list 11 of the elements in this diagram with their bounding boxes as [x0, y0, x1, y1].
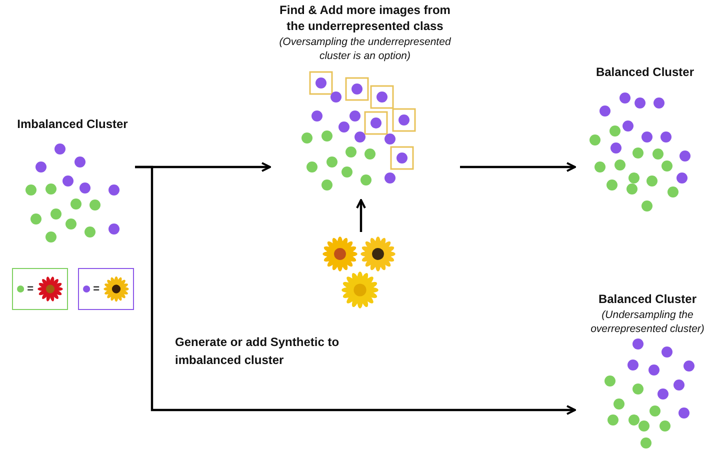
arrow	[460, 162, 576, 172]
equals-sign: =	[27, 283, 34, 295]
cluster-heading: Balanced Cluster	[596, 64, 694, 80]
cluster-subtitle: (Oversampling the underrepresented cluster is an option)	[278, 36, 452, 64]
cluster-subtitle: (Undersampling the overrepresented cluster)	[590, 309, 706, 336]
cluster-heading: Imbalanced Cluster	[17, 116, 128, 132]
arrow	[135, 166, 576, 415]
equals-sign: =	[93, 283, 100, 295]
cluster-heading: Find & Add more images from the underrepresented class	[278, 2, 452, 34]
cluster-heading: Balanced Cluster	[598, 291, 697, 308]
arrow	[356, 199, 366, 232]
